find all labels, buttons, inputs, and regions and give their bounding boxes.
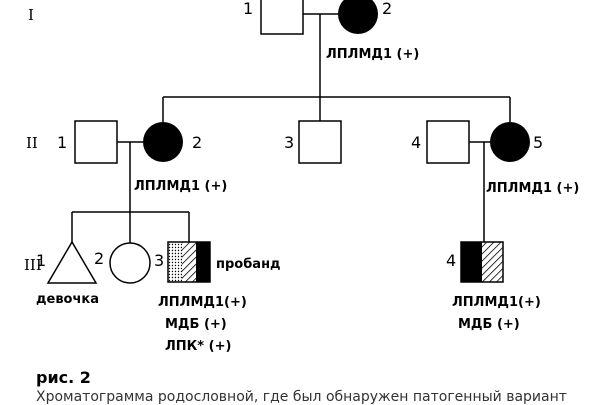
individual-ii4-male [426,120,470,164]
individual-iii1-unknown-sex [46,240,98,284]
individual-iii1-sex-label: девочка [36,292,99,307]
individual-i2-variant-label: ЛПЛМД1 (+) [326,47,419,62]
individual-iii2-female [109,242,151,284]
proband-label: пробанд [216,257,281,272]
individual-iii4-affected [460,241,504,283]
individual-i1-male [260,0,304,35]
individual-iii3-variant-2: МДБ (+) [165,317,227,332]
individual-ii2-number: 2 [192,133,202,152]
individual-i1-number: 1 [243,0,253,18]
individual-ii4-number: 4 [411,133,421,152]
individual-iii4-number: 4 [446,251,456,270]
individual-iii2-number: 2 [94,249,104,268]
individual-ii3-number: 3 [284,133,294,152]
individual-iii1-number: 1 [36,251,46,270]
individual-ii5-female-affected [490,122,530,162]
individual-ii5-variant-label: ЛПЛМД1 (+) [486,181,579,196]
individual-i2-female-affected [338,0,378,34]
individual-ii2-female-affected [143,122,183,162]
individual-iii4-variant-1: ЛПЛМД1(+) [452,295,541,310]
individual-i2-number: 2 [382,0,392,18]
generation-label-i: I [28,6,34,24]
individual-iii3-variant-3: ЛПК* (+) [165,339,231,354]
individual-iii3-variant-1: ЛПЛМД1(+) [158,295,247,310]
individual-iii4-variant-2: МДБ (+) [458,317,520,332]
generation-label-ii: II [26,134,38,152]
generation-label-iii: III [24,256,42,274]
individual-ii3-male [298,120,342,164]
figure-caption-text: Хроматограмма родословной, где был обнар… [36,389,567,405]
individual-ii2-variant-label: ЛПЛМД1 (+) [134,179,227,194]
individual-ii5-number: 5 [533,133,543,152]
individual-ii1-male [74,120,118,164]
pedigree-diagram: I II III 1 2 ЛПЛМД1 (+) 1 2 ЛПЛМД1 (+) 3… [24,0,579,354]
individual-iii3-proband [167,241,211,283]
figure-caption-title: рис. 2 [36,368,91,387]
individual-iii3-number: 3 [154,251,164,270]
individual-ii1-number: 1 [57,133,67,152]
